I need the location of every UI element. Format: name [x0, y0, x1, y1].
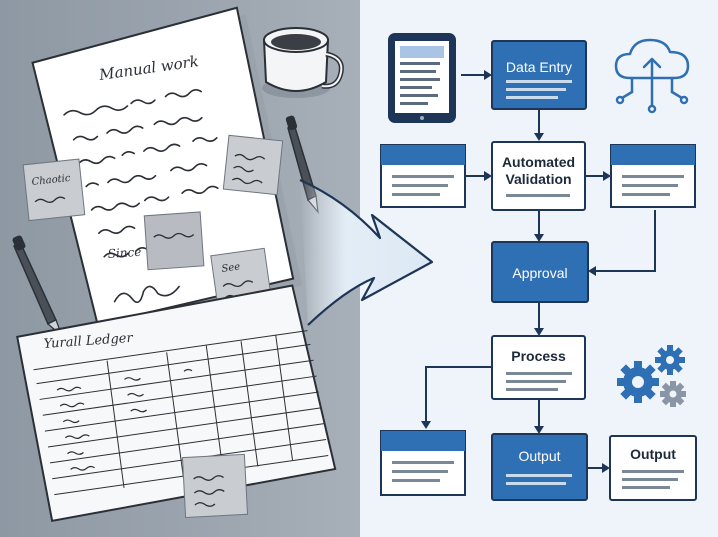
sticky-note-bottom: [181, 453, 249, 519]
process-label: Process: [511, 348, 566, 364]
data-entry-box: [491, 40, 587, 110]
document-card-bottom: [380, 430, 466, 496]
manual-work-sheet: [31, 6, 303, 332]
cloud-upload-icon: [614, 38, 690, 114]
document-card-right: [610, 144, 696, 208]
document-card-left: [380, 144, 466, 208]
sticky-note-chaotic: [22, 158, 86, 222]
flow-arrowheads: [421, 70, 611, 473]
sticky-note-label-2: Since: [107, 245, 142, 261]
approval-label: Approval: [512, 265, 568, 281]
approval-box: [491, 241, 589, 303]
ledger-sheet: [16, 284, 337, 523]
automated-validation-box: [491, 141, 586, 211]
output-box-secondary: [609, 435, 697, 501]
sticky-note-right-top: [222, 134, 284, 196]
process-box: [491, 335, 586, 400]
output-box-primary: [491, 433, 588, 501]
tablet-icon: [388, 33, 456, 123]
data-entry-label: Data Entry: [505, 59, 573, 75]
flow-connectors: [425, 74, 656, 469]
ledger-title: Yurall Ledger: [43, 331, 134, 352]
coffee-mug-icon: [262, 27, 344, 98]
pen-icon-left: [12, 235, 63, 337]
output-primary-label: Output: [518, 448, 561, 464]
output-secondary-label: Output: [630, 446, 676, 462]
automated-validation-label-line2: Validation: [505, 171, 572, 187]
transition-arrow-icon: [299, 178, 434, 326]
sticky-note-middle: [143, 211, 205, 271]
sticky-note-label-3: See: [221, 261, 241, 275]
automated-validation-label-line1: Automated: [501, 154, 576, 170]
sticky-note-label-1: Chaotic: [31, 173, 71, 188]
